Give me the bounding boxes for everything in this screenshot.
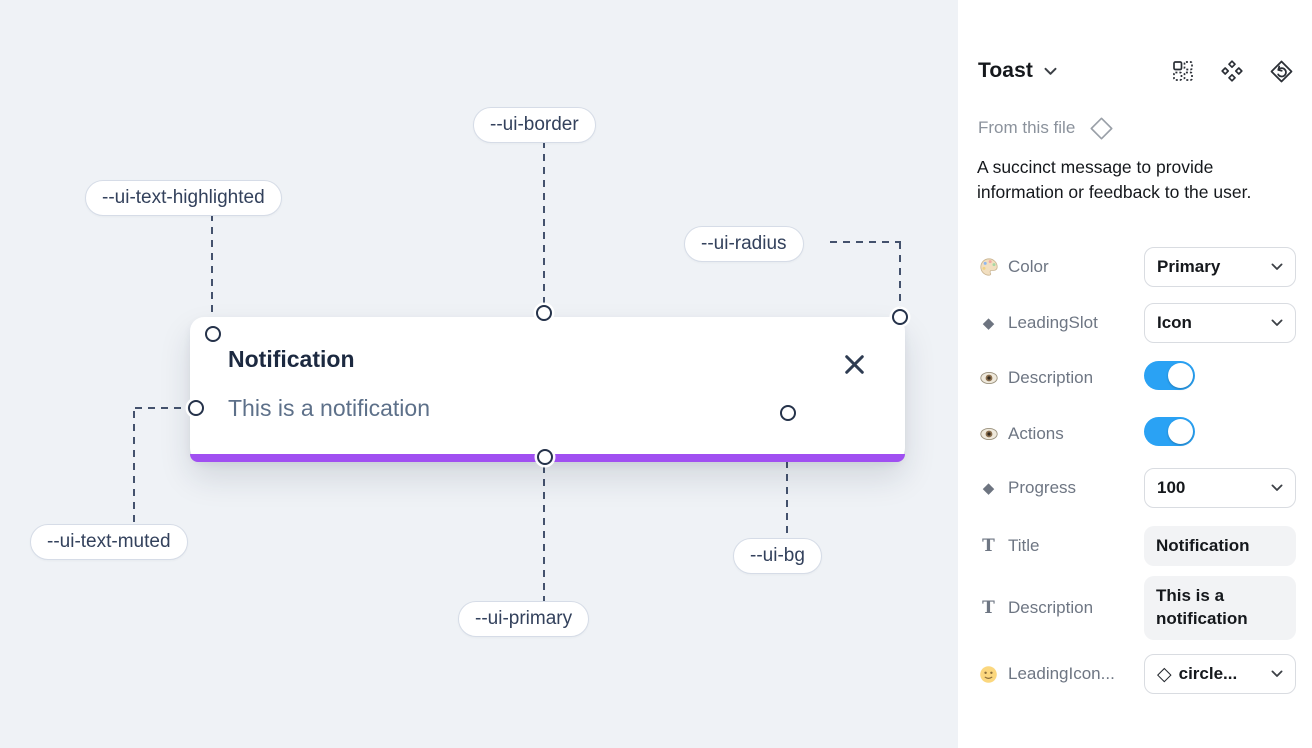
dropdown-value: circle... [1178, 664, 1238, 683]
prop-label-text: Color [1008, 257, 1049, 276]
variants-grid-icon[interactable] [1171, 59, 1195, 83]
diamond-outline-icon: ◇ [1157, 663, 1172, 685]
prop-label: Color [978, 257, 1049, 277]
var-label-ui-primary[interactable]: --ui-primary [458, 601, 590, 637]
var-label-ui-radius[interactable]: --ui-radius [684, 226, 804, 262]
anchor-dot-bg[interactable] [780, 405, 796, 421]
diamond-icon: ◆ [982, 315, 995, 332]
reset-instance-icon[interactable] [1269, 59, 1294, 84]
prop-label-text: Actions [1008, 424, 1064, 443]
prop-label-text: Progress [1008, 478, 1077, 497]
prop-label: Description [978, 368, 1093, 388]
palette-icon [978, 257, 999, 277]
anchor-dot-radius[interactable] [892, 309, 908, 325]
actions-toggle[interactable] [1144, 417, 1195, 446]
source-row: From this file [978, 113, 1115, 143]
prop-row-leadingicon: LeadingIcon... ◇ circle... [978, 654, 1296, 694]
prop-row-title: T Title Notification [978, 526, 1296, 566]
toast-title: Notification [228, 346, 355, 372]
prop-row-description-toggle: Description [978, 358, 1296, 398]
toast-description: This is a notification [228, 395, 430, 421]
header-icons [1171, 59, 1294, 84]
prop-row-description-text: T Description This is a notification [978, 573, 1296, 643]
toggle-knob [1168, 419, 1193, 444]
connector-ui-radius-h [830, 241, 901, 243]
prop-row-actions-toggle: Actions [978, 414, 1296, 454]
var-label-text: --ui-primary [475, 608, 573, 629]
anchor-dot-text-muted[interactable] [188, 400, 204, 416]
var-label-ui-border[interactable]: --ui-border [473, 107, 596, 143]
connector-ui-text-muted-v [133, 411, 135, 524]
var-label-text: --ui-text-muted [47, 531, 171, 552]
connector-ui-text-muted-h [135, 407, 188, 409]
prop-label-text: LeadingSlot [1008, 313, 1098, 332]
var-label-text: --ui-border [490, 114, 579, 135]
connector-ui-radius-v [899, 242, 901, 308]
eye-icon [978, 424, 999, 444]
prop-label-text: Title [1008, 536, 1040, 555]
component-description: A succinct message to provide informatio… [977, 157, 1252, 203]
prop-row-leadingslot: ◆ LeadingSlot Icon [978, 303, 1296, 343]
canvas[interactable]: Notification This is a notification --ui… [0, 0, 958, 748]
description-field[interactable]: This is a notification [1144, 576, 1296, 640]
toggle-knob [1168, 363, 1193, 388]
prop-row-progress: ◆ Progress 100 [978, 468, 1296, 508]
title-field[interactable]: Notification [1144, 526, 1296, 566]
description-toggle[interactable] [1144, 361, 1195, 390]
component-title[interactable]: Toast [978, 59, 1033, 82]
connector-ui-bg [786, 422, 788, 538]
leadingslot-dropdown[interactable]: Icon [1144, 303, 1296, 343]
var-label-ui-text-muted[interactable]: --ui-text-muted [30, 524, 188, 560]
var-label-text: --ui-radius [701, 233, 787, 254]
prop-label-text: Description [1008, 368, 1094, 387]
panel-header: Toast [978, 54, 1294, 88]
dropdown-value: Icon [1157, 313, 1192, 332]
chevron-down-icon [1271, 263, 1283, 271]
dropdown-value: 100 [1157, 478, 1186, 497]
eye-icon [978, 368, 999, 388]
properties-panel: Toast [958, 0, 1312, 748]
var-label-ui-text-highlighted[interactable]: --ui-text-highlighted [85, 180, 282, 216]
text-type-icon: T [982, 536, 995, 556]
anchor-dot-text-highlighted[interactable] [205, 326, 221, 342]
prop-label: ◆ Progress [978, 478, 1076, 498]
close-icon [844, 354, 864, 374]
prop-label: LeadingIcon... [978, 664, 1115, 684]
var-label-text: --ui-text-highlighted [102, 187, 265, 208]
chevron-down-icon[interactable] [1044, 67, 1057, 76]
chevron-down-icon [1271, 319, 1283, 327]
prop-label-text: Description [1008, 598, 1094, 617]
color-dropdown[interactable]: Primary [1144, 247, 1296, 287]
diamond-icon: ◆ [982, 480, 995, 497]
smiley-icon [978, 665, 999, 684]
var-label-ui-bg[interactable]: --ui-bg [733, 538, 822, 574]
progress-dropdown[interactable]: 100 [1144, 468, 1296, 508]
diamond-outline-icon [1090, 116, 1113, 140]
connector-ui-text-highlighted [211, 214, 213, 327]
component-icon[interactable] [1220, 59, 1244, 83]
toast-component[interactable]: Notification This is a notification [190, 317, 905, 462]
anchor-dot-border[interactable] [536, 305, 552, 321]
prop-label: T Description [978, 598, 1093, 618]
prop-label: T Title [978, 536, 1040, 556]
prop-label: Actions [978, 424, 1064, 444]
leadingicon-dropdown[interactable]: ◇ circle... [1144, 654, 1296, 694]
source-label: From this file [978, 118, 1076, 137]
prop-row-color: Color Primary [978, 247, 1296, 287]
prop-label: ◆ LeadingSlot [978, 313, 1098, 333]
var-label-text: --ui-bg [750, 545, 805, 566]
connector-ui-primary [543, 466, 545, 601]
chevron-down-icon [1271, 670, 1283, 678]
prop-label-text: LeadingIcon... [1008, 664, 1115, 683]
close-button[interactable] [841, 351, 867, 377]
dropdown-value: Primary [1157, 257, 1221, 276]
connector-ui-border [543, 141, 545, 307]
anchor-dot-primary[interactable] [537, 449, 553, 465]
chevron-down-icon [1271, 484, 1283, 492]
text-type-icon: T [982, 598, 995, 618]
